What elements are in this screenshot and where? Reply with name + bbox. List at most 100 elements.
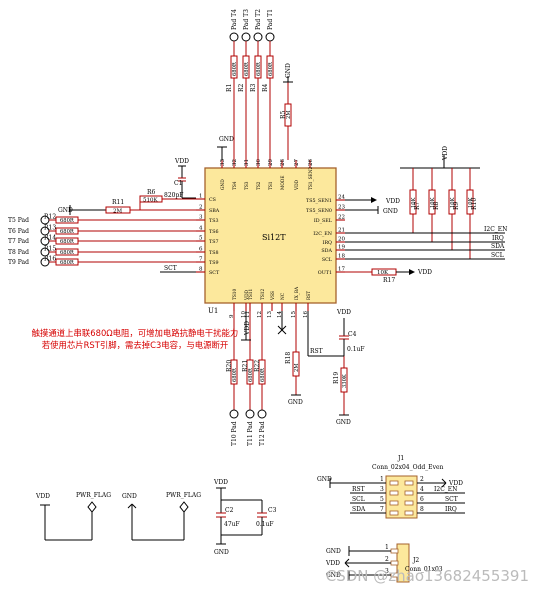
- r1-val: 680R: [232, 61, 238, 76]
- pad-left-label-0: T5 Pad: [8, 217, 29, 224]
- c1-val: 820pF: [164, 192, 183, 199]
- pin-name-right-3: I2C_EN: [313, 231, 332, 237]
- r8-ref: R8: [433, 201, 440, 210]
- left-res-val-2: 680R: [60, 239, 75, 245]
- j2-connector: [344, 543, 410, 583]
- gnd-flag2: GND: [122, 493, 137, 500]
- j1-name: Conn_02x04_Odd_Even: [372, 464, 444, 471]
- j1-net-irq: IRQ: [445, 506, 457, 513]
- pin-name-top-3: TS2: [257, 181, 262, 190]
- pad-t2: [253, 32, 263, 42]
- r17-ref: R17: [383, 277, 395, 284]
- r22-ref: R22: [254, 360, 261, 372]
- r4-val: 680R: [268, 61, 274, 76]
- gnd-top-pin33: GND: [219, 136, 234, 143]
- pin-name-top-7: TS1_SEN2: [309, 166, 314, 190]
- pin-name-bottom-5: NC: [281, 292, 286, 300]
- left-res-ref-3: R15: [44, 246, 56, 253]
- j1-net-sct: SCT: [445, 496, 458, 503]
- r3-val: 680R: [256, 61, 262, 76]
- pin-num-8: 8: [199, 267, 203, 273]
- pad-left-label-3: T8 Pad: [8, 249, 29, 256]
- pwr-flag-1-label: PWR_FLAG: [76, 492, 111, 499]
- pwr-flag-2-icon: [179, 501, 189, 513]
- chip-name: Si12T: [262, 233, 286, 242]
- pin-num-24: 24: [338, 195, 345, 201]
- pin-num-18: 18: [338, 254, 345, 260]
- power-labels: VDD PWR_FLAG GND PWR_FLAG VDD C2 47uF C3…: [35, 479, 277, 556]
- pin-num-2: 2: [199, 205, 203, 211]
- bottom-labels: VDD R20 R21 R22 680R 680R 680R T10 Pad T…: [226, 309, 365, 446]
- pin-name-right-0: TS5_SEN1: [306, 198, 332, 204]
- pin-num-11: 11: [245, 311, 251, 318]
- j2-labels: GND VDD GND 1 2 3 J2 Conn_01x03: [325, 544, 443, 579]
- pin-num-7: 7: [199, 257, 203, 263]
- pad-t1-label: Pad T1: [267, 9, 274, 30]
- pin-num-13: 13: [267, 311, 273, 318]
- chip-pin-labels: 1CS2SBA3TS34TS65TS76TS87TS98SCT24TS5_SEN…: [199, 159, 345, 318]
- pin-num-27: 27: [294, 159, 300, 166]
- pin-name-top-4: TS1: [269, 181, 274, 190]
- chip-body: [204, 167, 337, 304]
- j1-pin3: 3: [380, 486, 384, 493]
- pin-name-right-2: ID_SEL: [314, 218, 333, 224]
- vdd-c2: VDD: [213, 479, 228, 486]
- pad-t12: [257, 409, 267, 419]
- bottom-wires: [241, 311, 349, 416]
- r11-ref: R11: [112, 199, 124, 206]
- pin-name-bottom-6: IX_BA: [295, 286, 300, 300]
- r2-val: 680R: [244, 61, 250, 76]
- left-res-val-0: 680R: [60, 218, 75, 224]
- sct-net-label: SCT: [164, 265, 177, 272]
- j1-net-vdd: VDD: [448, 480, 463, 487]
- j1-pin4: 4: [420, 486, 424, 493]
- r2-ref: R2: [238, 83, 245, 92]
- c2-ref: C2: [225, 507, 234, 514]
- pin-num-10: 10: [241, 311, 247, 318]
- r19-ref: R19: [333, 372, 340, 384]
- pad-left-label-2: T7 Pad: [8, 238, 29, 245]
- j1-pin6: 6: [420, 496, 424, 503]
- net-scl: SCL: [491, 252, 504, 259]
- top-misc-wires: [178, 76, 293, 199]
- pin-num-12: 12: [257, 311, 263, 318]
- pin-num-5: 5: [199, 236, 203, 242]
- pin-name-left-6: TS9: [209, 260, 219, 266]
- net-rst: RST: [310, 348, 323, 355]
- c1-ref: C1: [174, 180, 182, 187]
- r6-val: 510K: [143, 198, 158, 204]
- pin-num-4: 4: [199, 226, 203, 232]
- left-feedback: [70, 195, 196, 214]
- net-i2c-en: I2C_EN: [484, 226, 507, 233]
- j1-pin5: 5: [380, 496, 384, 503]
- left-res-val-3: 680R: [60, 250, 75, 256]
- r11-val: 2M: [113, 209, 122, 215]
- pad-t11: [245, 409, 255, 419]
- vdd-c4: VDD: [336, 309, 351, 316]
- j1-pin8: 8: [420, 506, 424, 513]
- pad-t12-label: T12 Pad: [259, 421, 266, 446]
- left-res-ref-4: R16: [44, 256, 56, 263]
- j1-pin1: 1: [380, 476, 384, 483]
- left-res-val-1: 680R: [60, 229, 75, 235]
- vdd-r17: VDD: [417, 269, 432, 276]
- r7-ref: R7: [414, 201, 421, 210]
- r20-ref: R20: [226, 360, 233, 372]
- net-sda: SDA: [491, 243, 505, 250]
- j2-net-gnd2: GND: [326, 572, 341, 579]
- j2-name: Conn_01x03: [405, 566, 443, 573]
- pin-name-left-3: TS6: [209, 229, 219, 235]
- pin-num-17: 17: [338, 267, 345, 273]
- c4-ref: C4: [348, 331, 357, 338]
- gnd-c2: GND: [214, 549, 229, 556]
- pad-left-label-1: T6 Pad: [8, 228, 29, 235]
- r7-val: 10K: [411, 197, 417, 208]
- left-res-ref-2: R14: [44, 235, 56, 242]
- vdd-top-left: VDD: [174, 158, 189, 165]
- chip-ref: U1: [208, 307, 218, 315]
- gnd-pin23: GND: [383, 208, 398, 215]
- j1-net-scl: SCL: [352, 496, 365, 503]
- right-wires: [345, 197, 505, 276]
- r5-val: 2M: [286, 110, 292, 119]
